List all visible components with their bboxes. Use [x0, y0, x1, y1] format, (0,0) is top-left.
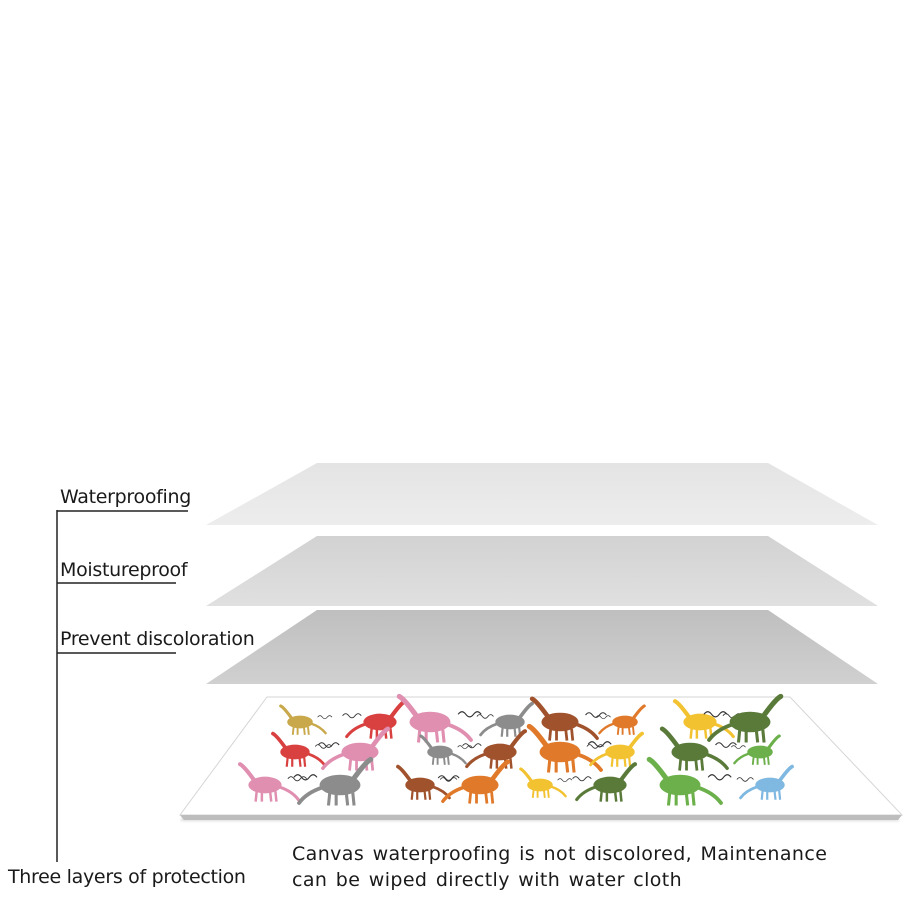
dinosaur-figure — [659, 726, 737, 771]
dinosaur-figure — [462, 729, 528, 769]
dinosaur-figure — [293, 756, 374, 806]
dinosaur-figure — [476, 701, 534, 737]
moistureproof-layer-sheet — [206, 536, 878, 606]
prevent-discoloration-label: Prevent discoloration — [60, 628, 255, 650]
dinosaur-figure — [519, 767, 573, 798]
dinosaur-figure — [703, 693, 784, 743]
three-layers-label: Three layers of protection — [8, 866, 246, 888]
caption-line-1: Canvas waterproofing is not discolored, … — [292, 843, 828, 865]
dinosaur-figure — [526, 723, 612, 773]
dinosaur-figure — [396, 764, 458, 800]
moistureproof-label: Moistureproof — [60, 559, 188, 581]
dinosaur-figure — [279, 704, 333, 735]
dinosaur-figure — [572, 762, 638, 802]
dinosaur-figure — [586, 731, 644, 767]
dinosaur-figure — [595, 704, 646, 735]
dinosaur-figure — [317, 726, 391, 771]
dinosaur-figure — [529, 696, 607, 741]
dinosaur-figure — [419, 734, 473, 765]
dinosaur-artwork — [237, 693, 794, 806]
dinosaur-figure — [271, 731, 333, 767]
dinosaur-figure — [646, 756, 732, 806]
caption-line-2: can be wiped directly with water cloth — [292, 869, 683, 891]
waterproofing-layer-sheet — [206, 463, 878, 525]
discoloration-layer-sheet — [206, 610, 878, 684]
dinosaur-figure — [237, 762, 307, 802]
dinosaur-figure — [396, 693, 482, 743]
waterproofing-label: Waterproofing — [60, 486, 192, 508]
maintenance-caption: Canvas waterproofing is not discolored, … — [292, 841, 828, 893]
leader-lines — [56, 510, 188, 862]
dinosaur-figure — [437, 759, 511, 804]
dinosaur-figure — [736, 764, 794, 800]
printed-canvas — [179, 693, 904, 821]
dinosaur-figure — [730, 734, 781, 765]
